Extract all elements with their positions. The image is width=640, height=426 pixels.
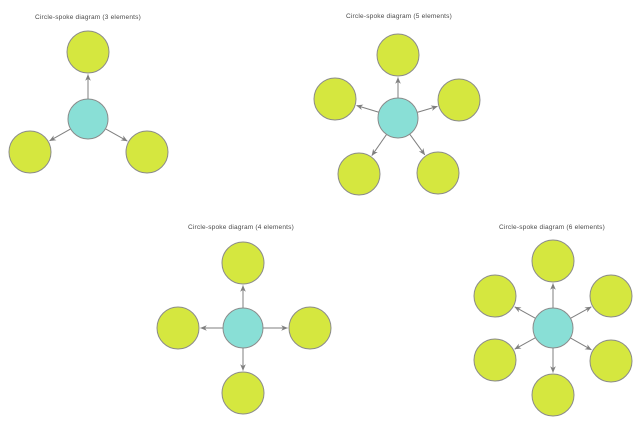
diagram-title: Circle-spoke diagram (3 elements) [35, 14, 141, 21]
spoke-circle[interactable] [156, 306, 200, 350]
diagram-title: Circle-spoke diagram (5 elements) [346, 13, 452, 20]
diagram-title: Circle-spoke diagram (6 elements) [499, 224, 605, 231]
spoke-circle[interactable] [473, 338, 517, 382]
hub-circle[interactable] [377, 97, 419, 139]
hub-circle[interactable] [532, 307, 574, 349]
spoke-connector-arrow[interactable] [570, 306, 592, 319]
spoke-circle[interactable] [531, 239, 575, 283]
spoke-connector-arrow[interactable] [409, 133, 426, 156]
spoke-connector-arrow[interactable] [49, 128, 71, 142]
diagram-title: Circle-spoke diagram (4 elements) [188, 224, 294, 231]
spoke-circle[interactable] [125, 130, 169, 174]
spoke-circle[interactable] [221, 241, 265, 285]
circle-spoke-diagram-3: Circle-spoke diagram (3 elements) [8, 14, 169, 174]
circle-spoke-diagram-4: Circle-spoke diagram (4 elements) [156, 224, 332, 415]
spoke-connector-arrow[interactable] [514, 306, 536, 319]
spoke-circle[interactable] [531, 373, 575, 417]
spoke-circle[interactable] [66, 30, 110, 74]
circle-spoke-diagram-6: Circle-spoke diagram (6 elements) [473, 224, 633, 417]
spoke-circle[interactable] [221, 371, 265, 415]
spoke-connector-arrow[interactable] [570, 337, 592, 351]
hub-circle[interactable] [67, 98, 109, 140]
spoke-circle[interactable] [437, 78, 481, 122]
circle-spoke-diagram-5: Circle-spoke diagram (5 elements) [313, 13, 481, 196]
spoke-connector-arrow[interactable] [417, 105, 438, 113]
spoke-circle[interactable] [8, 130, 52, 174]
spoke-circle[interactable] [473, 274, 517, 318]
spoke-connector-arrow[interactable] [514, 337, 536, 350]
spoke-connector-arrow[interactable] [105, 128, 128, 142]
hub-circle[interactable] [222, 307, 264, 349]
spoke-circle[interactable] [589, 274, 633, 318]
spoke-circle[interactable] [376, 33, 420, 77]
spoke-circle[interactable] [313, 77, 357, 121]
spoke-circle[interactable] [589, 339, 633, 383]
spoke-connector-arrow[interactable] [371, 134, 387, 156]
spoke-circle[interactable] [416, 151, 460, 195]
spoke-circle[interactable] [337, 152, 381, 196]
spoke-connector-arrow[interactable] [356, 104, 379, 113]
spoke-circle[interactable] [288, 306, 332, 350]
